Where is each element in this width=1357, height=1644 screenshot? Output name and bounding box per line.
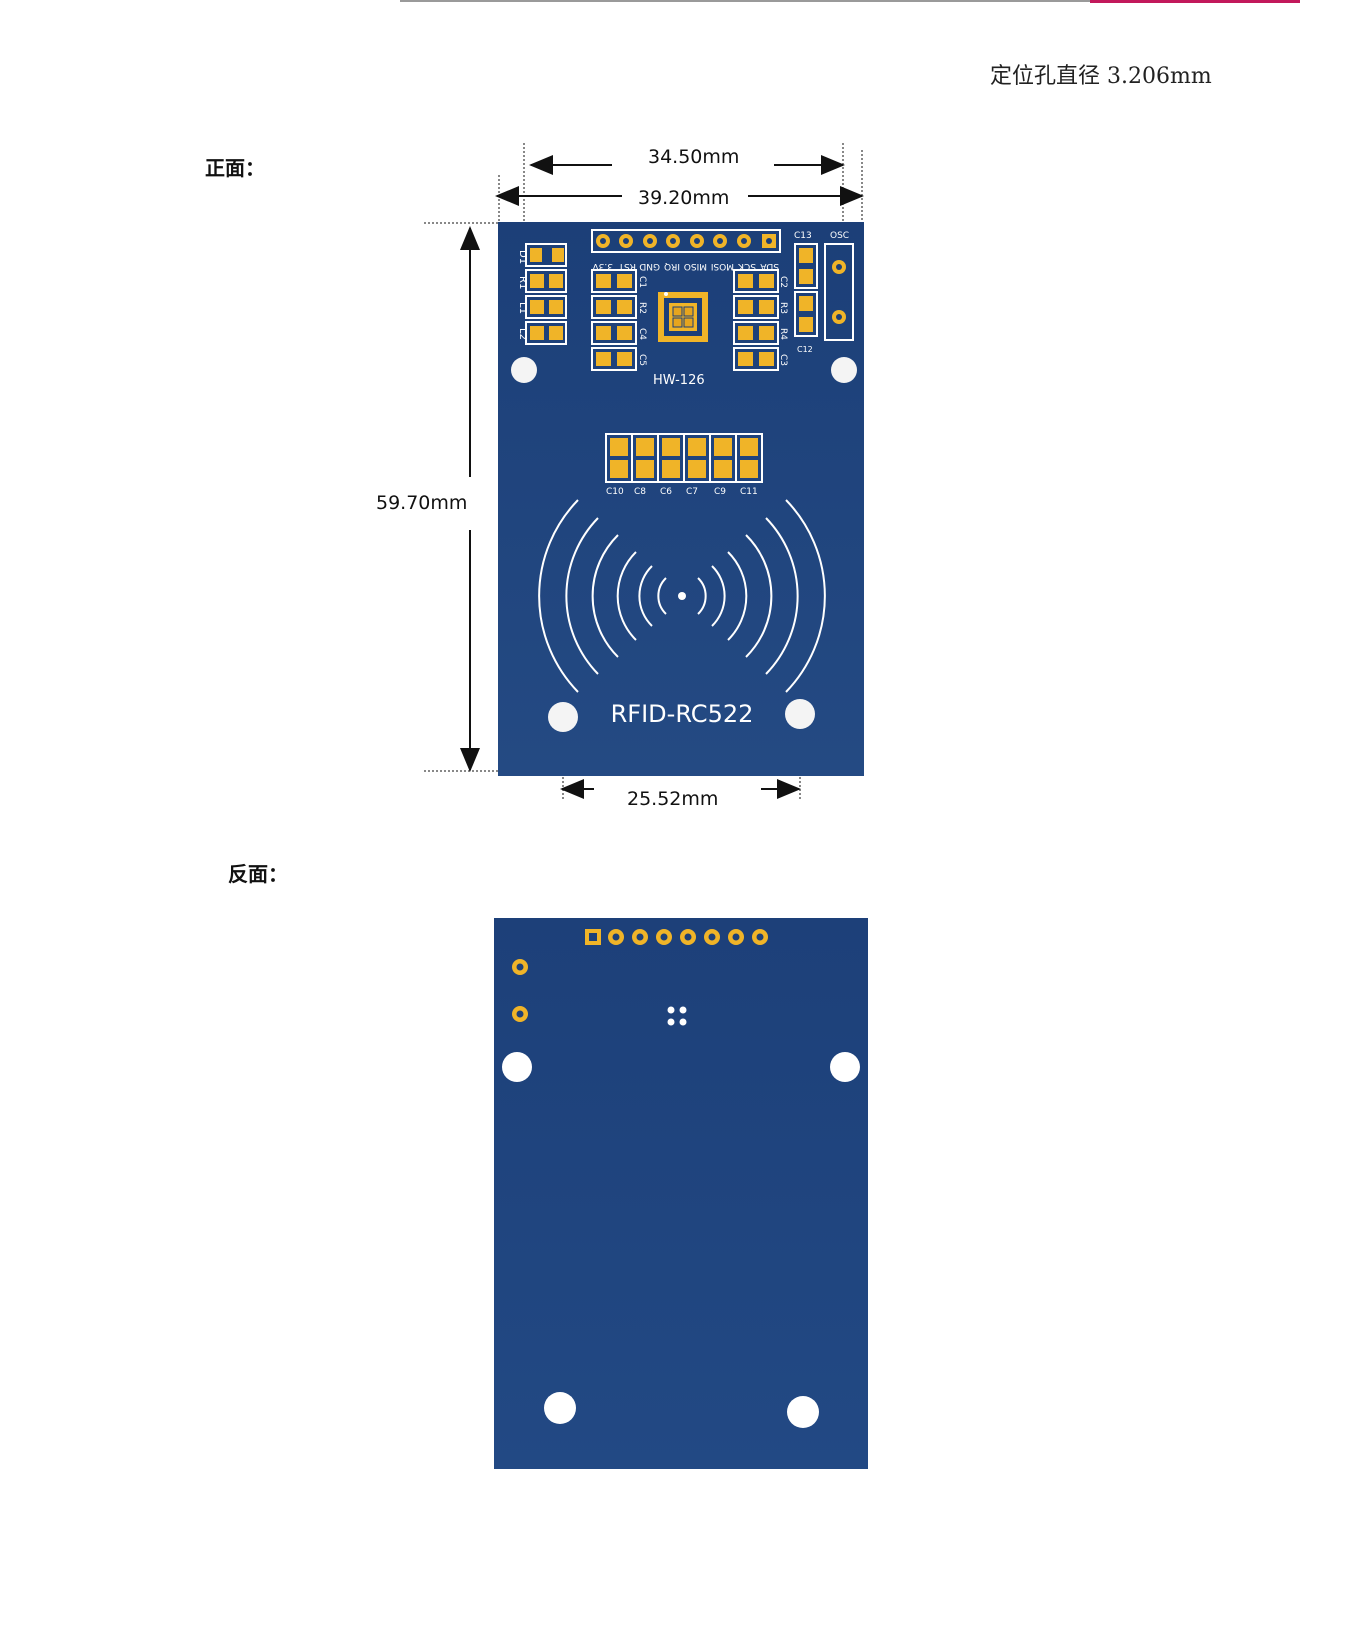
board-title: RFID-RC522 bbox=[611, 700, 754, 728]
svg-text:C9: C9 bbox=[714, 487, 726, 497]
pin-label: MISO bbox=[684, 261, 707, 271]
back-osc-pads bbox=[512, 959, 528, 1022]
mid-left-labels: C1 R2 C4 C5 bbox=[637, 276, 647, 366]
osc-label: OSC bbox=[830, 231, 849, 241]
capacitor-row bbox=[605, 433, 763, 483]
oscillator bbox=[824, 243, 854, 341]
c12-label: C12 bbox=[797, 345, 813, 354]
pin-header-outline bbox=[591, 229, 781, 253]
model-label: HW-126 bbox=[653, 373, 705, 388]
dim-outer-width: 39.20mm bbox=[638, 187, 730, 209]
back-board-pcb bbox=[494, 918, 868, 1469]
svg-text:R3: R3 bbox=[778, 302, 788, 314]
svg-text:C7: C7 bbox=[686, 487, 698, 497]
svg-text:R1: R1 bbox=[517, 276, 528, 289]
dim-hole-spacing: 25.52mm bbox=[627, 788, 719, 810]
header-accent-bar bbox=[1090, 0, 1300, 3]
dim-height: 59.70mm bbox=[376, 492, 468, 514]
mounting-hole bbox=[548, 702, 578, 732]
mounting-hole bbox=[785, 699, 815, 729]
svg-text:C6: C6 bbox=[660, 487, 672, 497]
mounting-hole bbox=[544, 1392, 576, 1424]
svg-text:D1: D1 bbox=[517, 250, 528, 264]
left-components bbox=[525, 243, 567, 345]
svg-text:L1: L1 bbox=[517, 302, 528, 314]
pin-label: GND bbox=[639, 261, 660, 271]
svg-text:C10: C10 bbox=[606, 487, 624, 497]
pin-labels: SDA SCK MOSI MISO IRQ GND RST 3.3V bbox=[592, 261, 779, 271]
back-board bbox=[494, 918, 868, 1469]
front-board: SDA SCK MOSI MISO IRQ GND RST 3.3V D1 R1… bbox=[498, 222, 864, 776]
pin-label: IRQ bbox=[664, 261, 680, 271]
mid-left-components bbox=[591, 269, 637, 371]
back-pin-header bbox=[585, 929, 768, 945]
mid-right-components bbox=[733, 269, 779, 371]
pin-label: SDA bbox=[760, 261, 779, 271]
left-component-labels: D1 R1 L1 L2 bbox=[517, 250, 528, 340]
c13-label: C13 bbox=[794, 231, 812, 241]
mounting-hole-note: 定位孔直径 3.206mm bbox=[990, 64, 1212, 89]
mounting-hole bbox=[831, 357, 857, 383]
mounting-hole bbox=[511, 357, 537, 383]
header-rule bbox=[400, 0, 1090, 2]
c13-c12-components bbox=[794, 243, 818, 337]
mid-right-labels: C2 R3 R4 C3 bbox=[778, 276, 788, 366]
mounting-hole bbox=[502, 1052, 532, 1082]
capacitor-labels: C10 C8 C6 C7 C9 C11 bbox=[606, 487, 758, 497]
dim-inner-width: 34.50mm bbox=[648, 146, 740, 168]
back-side-label: 反面： bbox=[228, 862, 288, 886]
svg-text:C4: C4 bbox=[637, 328, 647, 340]
pin-label: 3.3V bbox=[592, 261, 613, 271]
svg-text:C8: C8 bbox=[634, 487, 646, 497]
svg-text:L2: L2 bbox=[517, 328, 528, 340]
svg-text:C2: C2 bbox=[778, 276, 788, 288]
pin-label: RST bbox=[618, 261, 636, 271]
svg-text:R4: R4 bbox=[778, 328, 788, 340]
mounting-hole bbox=[830, 1052, 860, 1082]
pin-header bbox=[596, 234, 776, 248]
back-vias bbox=[667, 1006, 687, 1026]
svg-text:C11: C11 bbox=[740, 487, 758, 497]
rc522-chip bbox=[658, 292, 708, 342]
svg-text:C1: C1 bbox=[637, 276, 647, 288]
front-side-label: 正面： bbox=[205, 156, 265, 180]
rfid-wave-icon bbox=[538, 499, 826, 693]
pin-label: SCK bbox=[737, 261, 756, 271]
svg-text:C3: C3 bbox=[778, 354, 788, 366]
mounting-hole bbox=[787, 1396, 819, 1428]
svg-text:C5: C5 bbox=[637, 354, 647, 366]
pin-label: MOSI bbox=[711, 261, 734, 271]
svg-text:R2: R2 bbox=[637, 302, 647, 314]
